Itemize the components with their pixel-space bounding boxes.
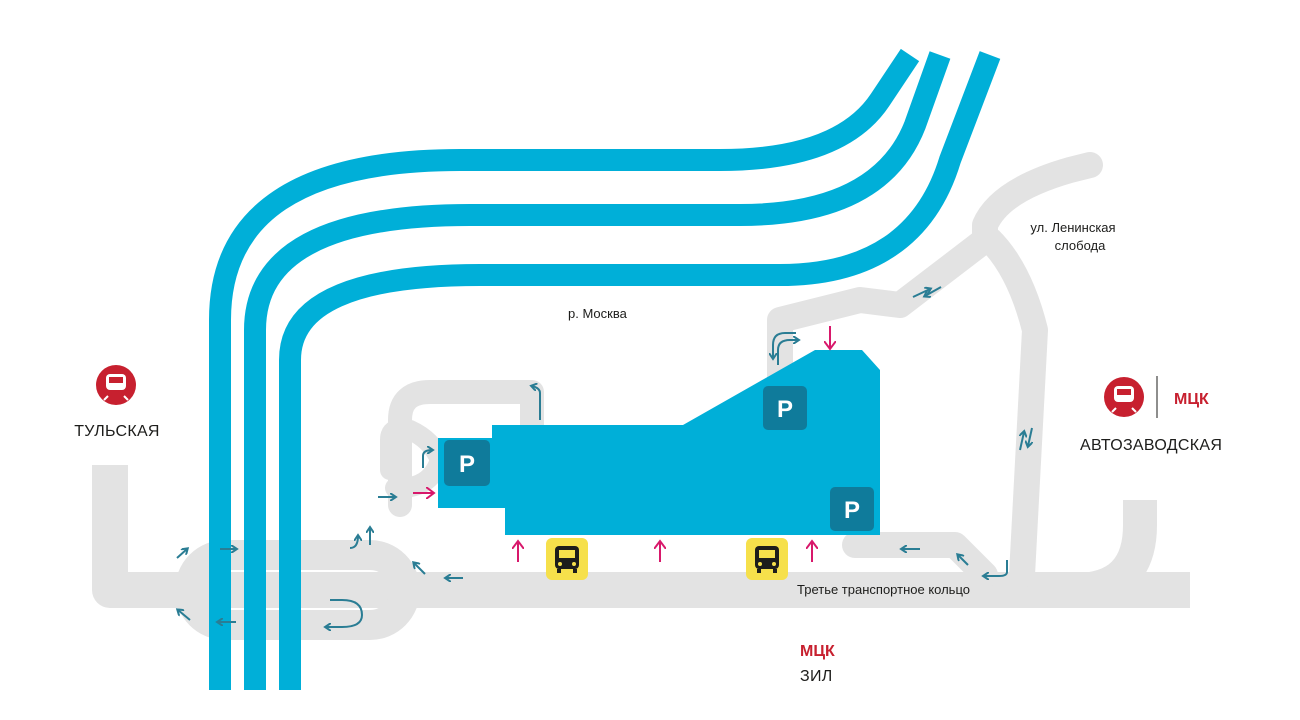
traffic-arrow [984,560,1008,576]
traffic-arrow [1028,427,1032,446]
station-name: АВТОЗАВОДСКАЯ [1080,437,1222,454]
river [209,48,1001,690]
metro-station-tulskaya[interactable]: ТУЛЬСКАЯ [74,365,160,440]
river-label: р. Москва [568,306,628,321]
bus-stop[interactable] [546,538,588,580]
parking-marker[interactable]: P [830,487,874,531]
east-road [977,227,1048,588]
parking-badge [830,487,874,531]
river-stripe [209,48,920,690]
service-road [842,532,998,588]
inner-loop-road [380,418,450,499]
parking-marker[interactable]: P [763,386,807,430]
bus-stop[interactable] [746,538,788,580]
right-curve-road [1074,500,1157,607]
traffic-arrow [326,599,364,627]
street-label-line2: слобода [1055,238,1106,253]
parking-letter: P [459,451,475,478]
traffic-arrow [773,332,796,358]
bus-icon [555,546,579,573]
ring-road [92,465,1190,608]
metro-icon [1104,377,1144,417]
traffic-arrow [349,536,358,549]
traffic-arrow [925,286,942,296]
parking-markers: P P P [444,386,874,531]
traffic-arrow [958,555,969,566]
parking-letter: P [777,396,793,423]
metro-station-avtozavodskaya[interactable]: МЦК АВТОЗАВОДСКАЯ [1080,376,1222,454]
traffic-arrow [422,450,432,468]
leninskaya-road [767,152,1103,393]
station-name: ЗИЛ [800,668,833,685]
street-label-line1: ул. Ленинская [1030,220,1115,235]
ring-road-label: Третье транспортное кольцо [797,582,970,597]
traffic-arrow [176,549,187,559]
interchange-loop [175,540,420,640]
parking-badge [444,440,490,486]
bus-icon [755,546,779,573]
parking-badge [763,386,807,430]
parking-marker[interactable]: P [444,440,490,486]
traffic-arrow [414,563,426,575]
traffic-arrow [178,610,191,621]
traffic-arrow [1020,432,1024,451]
station-line: МЦК [1174,391,1209,408]
bus-stops [546,538,788,580]
station-zil[interactable]: МЦК ЗИЛ [800,643,835,685]
roads [92,152,1190,640]
parking-letter: P [844,497,860,524]
traffic-arrow [777,340,798,365]
traffic-arrows [176,286,1032,627]
venue-building[interactable] [438,350,880,535]
pedestrian-arrows [413,326,830,562]
station-name: ТУЛЬСКАЯ [74,423,160,440]
traffic-arrow [532,386,541,420]
river-stripe [244,51,951,690]
metro-icon [96,365,136,405]
station-line: МЦК [800,643,835,660]
river-stripe [279,51,1001,690]
